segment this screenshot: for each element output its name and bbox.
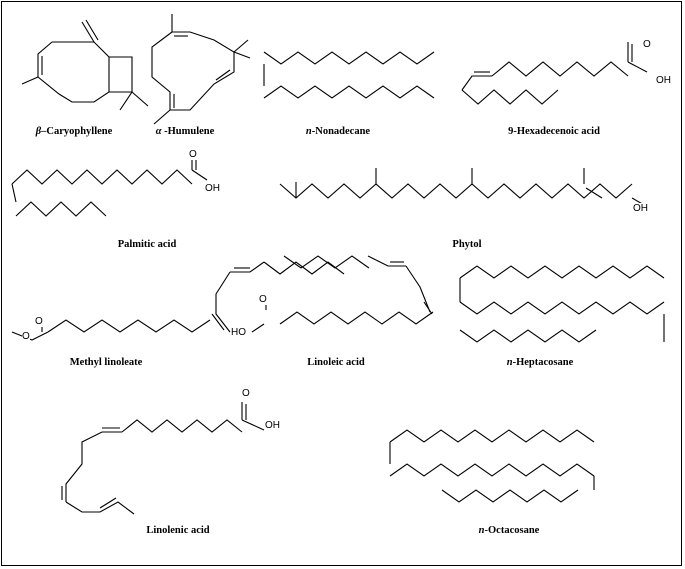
- linoleic-cis-bond: [367, 255, 406, 267]
- hexadecenoic-chain-bond: [491, 61, 629, 77]
- octacosane-name: n-Octacosane: [478, 525, 540, 536]
- linolenic-cis-bond: [65, 431, 122, 502]
- humulene-gem-methyl-bond: [233, 39, 249, 53]
- linoleic-oxygen-label: O: [259, 294, 267, 305]
- linoleic-tail-bond: [283, 255, 370, 269]
- caryophyllene-methyl-bond: [21, 76, 39, 85]
- humulene-ring-bond: [151, 31, 235, 111]
- hexadecenoic-hydroxyl-label: OH: [656, 75, 671, 86]
- caryophyllene-ring-bond: [37, 41, 110, 103]
- palmitic-oxygen-label: O: [189, 149, 197, 160]
- linoleic-name: Linoleic acid: [307, 357, 365, 368]
- octacosane-chain-bond: [389, 463, 595, 477]
- caryophyllene-exomethylene-double-bond: [85, 19, 99, 41]
- linolenic-hydroxyl-label: OH: [265, 420, 280, 431]
- caryophyllene-gem-methyl-bond: [119, 91, 133, 111]
- methyl-linoleate-chain-bond: [47, 319, 211, 333]
- linolenic-cis-bond: [65, 501, 135, 515]
- methyl-linoleate-name: Methyl linoleate: [69, 357, 143, 368]
- nonadecane-chain-bond: [263, 85, 435, 99]
- nonadecane-name: n-Nonadecane: [305, 126, 371, 137]
- palmitic-name: Palmitic acid: [117, 239, 177, 250]
- humulene-methyl-bond: [153, 109, 171, 125]
- heptacosane-chain-bond: [459, 329, 597, 343]
- linolenic-chain-bond: [121, 419, 243, 433]
- linoleic-chain-bond: [405, 265, 431, 313]
- linolenic-cis-double-bond: [99, 497, 117, 509]
- linoleic-double-bond: [423, 301, 433, 315]
- methyl-linoleate-tail-bond: [263, 261, 345, 275]
- palmitic-acid-bond: [191, 169, 208, 181]
- hexadecenoic-acid-bond: [627, 61, 648, 73]
- caryophyllene-exomethylene-bond: [81, 21, 95, 43]
- caryophyllene-gem-methyl-bond: [131, 91, 149, 107]
- palmitic-chain-bond: [11, 169, 193, 185]
- heptacosane-chain-bond: [459, 265, 665, 279]
- heptacosane-chain-bond: [459, 301, 665, 315]
- linolenic-oxygen-label: O: [242, 388, 250, 399]
- caryophyllene-name: β–Caryophyllene: [35, 126, 113, 137]
- phytol-name: Phytol: [452, 239, 482, 250]
- hexadecenoic-cis-bond: [461, 75, 492, 91]
- humulene-double-bond: [215, 69, 231, 81]
- methyl-linoleate-cis-bond: [230, 261, 265, 273]
- hexadecenoic-oxygen-label: O: [643, 39, 651, 50]
- linolenic-acid-bond: [241, 419, 265, 431]
- hexadecenoic-tail-bond: [461, 89, 559, 105]
- palmitic-hydroxyl-label: OH: [205, 183, 220, 194]
- linoleic-acid-bond: [251, 323, 265, 333]
- phytol-hydroxyl-label: OH: [633, 203, 648, 214]
- linolenic-name: Linolenic acid: [146, 525, 210, 536]
- methyl-linoleate-ester-oxygen-label: O: [22, 331, 30, 342]
- phytol-double-bond: [585, 187, 603, 199]
- octacosane-chain-bond: [389, 429, 595, 443]
- octacosane-chain-bond: [441, 489, 579, 503]
- methyl-linoleate-chain-bond: [215, 271, 231, 333]
- linoleic-chain-bond: [279, 311, 434, 325]
- palmitic-tail-bond: [15, 201, 107, 217]
- heptacosane-name: n-Heptacosane: [506, 357, 574, 368]
- hexadecenoic-name: 9-Hexadecenoic acid: [508, 126, 600, 137]
- caryophyllene-cyclobutane-bond: [109, 56, 133, 93]
- methyl-linoleate-carbonyl-oxygen-label: O: [35, 316, 43, 327]
- methyl-linoleate-double-bond: [211, 313, 225, 331]
- phytol-chain-bond: [279, 183, 633, 199]
- methyl-linoleate-ester-bond: [11, 331, 49, 341]
- linoleic-hydroxyl-label: HO: [231, 327, 246, 338]
- nonadecane-chain-bond: [263, 51, 435, 65]
- humulene-gem-methyl-bond: [233, 51, 251, 59]
- humulene-name: α -Humulene: [155, 126, 215, 137]
- palmitic-chain-bond: [11, 183, 17, 203]
